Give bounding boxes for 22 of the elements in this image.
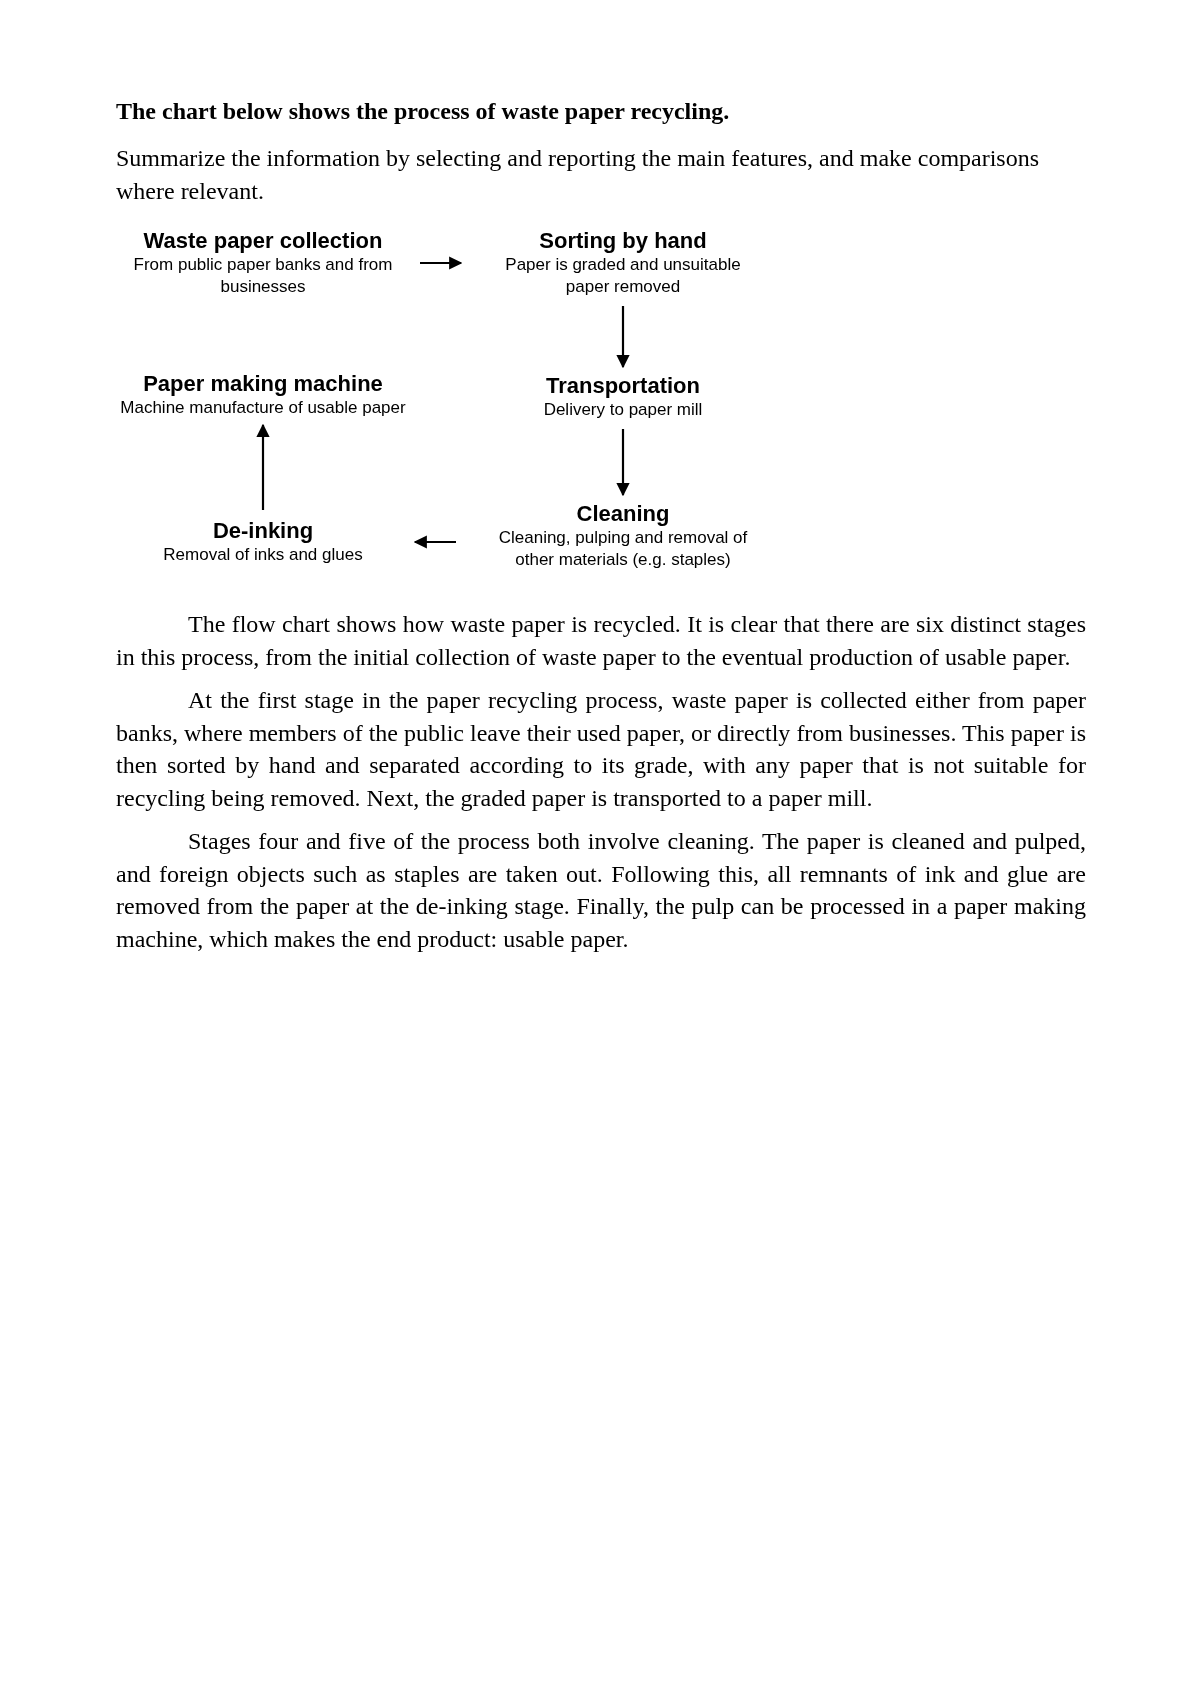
prompt-title: The chart below shows the process of waste paper recycling. [116,98,730,125]
step-heading: Waste paper collection [143,228,383,254]
step-heading: Cleaning [576,501,670,527]
step-heading: Transportation [546,373,700,399]
arrow [616,306,630,369]
step-description: Paper is graded and unsuitable paper removed [504,254,742,298]
step-heading: Paper making machine [143,371,383,397]
step-description: Machine manufacture of usable paper [119,397,407,419]
step-description: Delivery to paper mill [542,399,704,421]
step-heading: Sorting by hand [539,228,707,254]
arrow [616,429,630,497]
arrow [256,423,270,510]
step-description: Removal of inks and glues [162,544,364,566]
step-description: From public paper banks and from businesses [132,254,394,298]
instruction-text: Summarize the information by selecting and reporting the main features, and make comparisons where relevant. [116,144,1041,206]
arrow [413,535,456,549]
step-description: Cleaning, pulping and removal of other materials (e.g. staples) [497,527,749,571]
paragraph: Stages four and five of the process both involve cleaning. The paper is cleaned and pulped, and foreign objects such as staples are taken out. Following this, all remnants of ink and glue are removed from the paper at the de-inking stage. Finally, the pulp can be processed in a paper making machine, which makes the end product: usable paper. [116,827,1086,954]
paragraph: The flow chart shows how waste paper is recycled. It is clear that there are six distinct stages in this process, from the initial collection of waste paper to the eventual production of usable paper. [116,610,1086,672]
arrow [420,256,463,270]
paragraph: At the first stage in the paper recycling process, waste paper is collected either from paper banks, where members of the public leave their used paper, or directly from businesses. This paper is then sorted by hand and separated according to its grade, with any paper that is not suitable for recycling being removed. Next, the graded paper is transported to a paper mill. [116,686,1086,813]
step-heading: De-inking [212,518,314,544]
